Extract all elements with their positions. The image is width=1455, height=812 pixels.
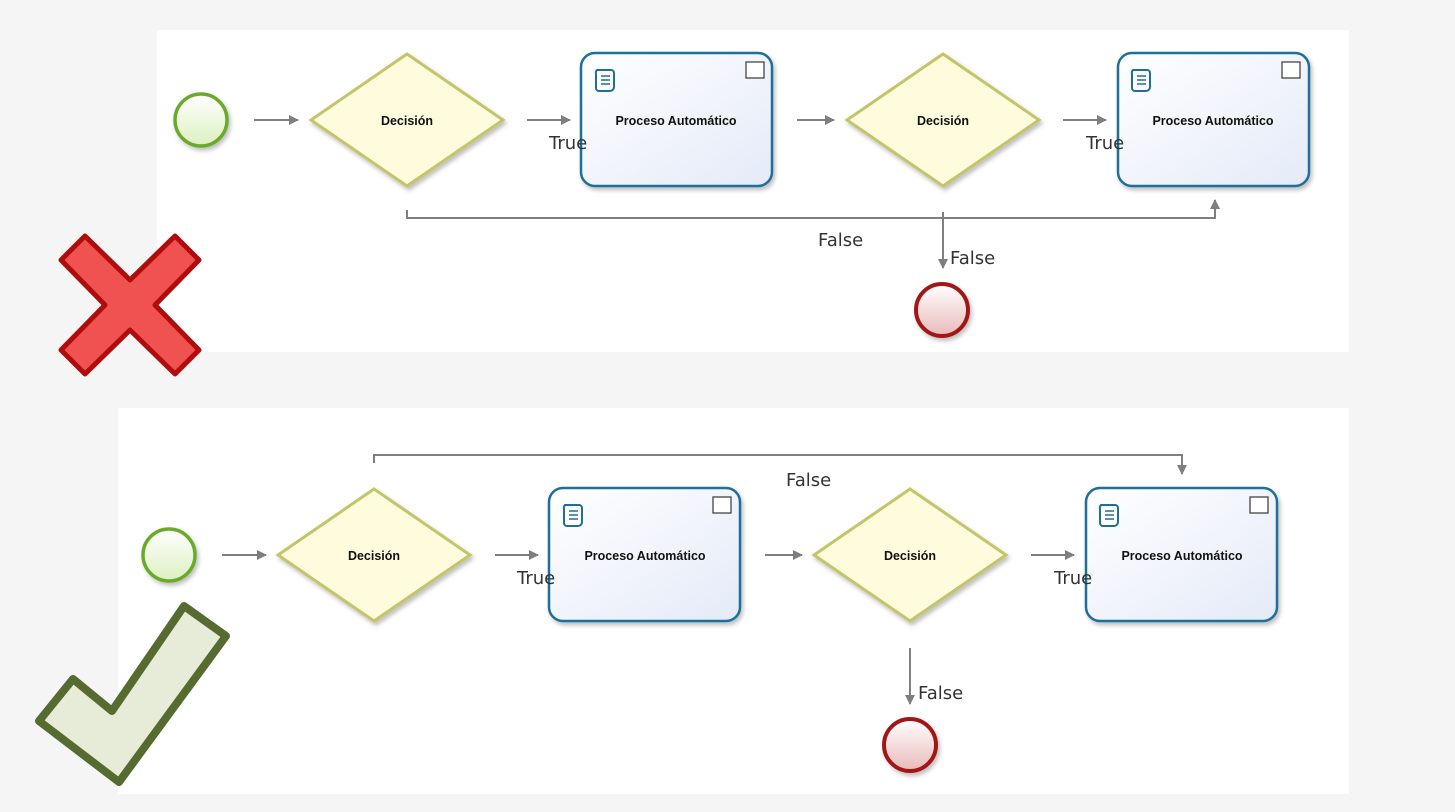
end-event[interactable] (914, 282, 970, 338)
diagram-incorrect: Decisión Proceso Automático Decisión (58, 30, 1349, 377)
flow-label-false: False (918, 683, 963, 704)
sequence-flow-skip-false (406, 199, 1220, 219)
script-task-icon (562, 504, 583, 527)
start-event[interactable] (141, 527, 197, 583)
flow-label-false: False (786, 470, 831, 491)
checkbox-marker (1249, 496, 1269, 514)
task-label: Proceso Automático (1152, 114, 1273, 128)
checkbox-marker (1281, 61, 1301, 79)
gateway-decision[interactable]: Decisión (275, 487, 473, 623)
checkbox-marker (712, 496, 732, 514)
script-task-icon (1130, 69, 1151, 92)
sequence-flow-skip-false (373, 454, 1187, 475)
checkbox-marker (745, 61, 765, 79)
script-task-icon (1098, 504, 1119, 527)
red-x-icon (58, 233, 202, 377)
gateway-decision[interactable]: Decisión (308, 52, 506, 188)
task-label: Proceso Automático (1121, 549, 1242, 563)
gateway-label: Decisión (917, 114, 969, 128)
task-automatic-process[interactable]: Proceso Automático (547, 486, 742, 623)
green-check-icon (35, 602, 230, 786)
flow-label-true: True (548, 133, 587, 154)
start-event[interactable] (173, 92, 229, 148)
flow-label-false: False (818, 230, 863, 251)
gateway-label: Decisión (381, 114, 433, 128)
task-automatic-process[interactable]: Proceso Automático (1084, 486, 1279, 623)
task-automatic-process[interactable]: Proceso Automático (579, 51, 774, 188)
gateway-label: Decisión (348, 549, 400, 563)
gateway-decision[interactable]: Decisión (844, 52, 1042, 188)
diagram-correct: Decisión Proceso Automático Decisión (35, 408, 1349, 794)
flow-label-true: True (1085, 133, 1124, 154)
gateway-decision[interactable]: Decisión (811, 487, 1009, 623)
flow-label-true: True (1053, 568, 1092, 589)
end-event[interactable] (882, 717, 938, 773)
gateway-label: Decisión (884, 549, 936, 563)
task-label: Proceso Automático (584, 549, 705, 563)
flow-label-false: False (950, 248, 995, 269)
script-task-icon (594, 69, 615, 92)
flow-label-true: True (516, 568, 555, 589)
task-automatic-process[interactable]: Proceso Automático (1116, 51, 1311, 188)
task-label: Proceso Automático (615, 114, 736, 128)
